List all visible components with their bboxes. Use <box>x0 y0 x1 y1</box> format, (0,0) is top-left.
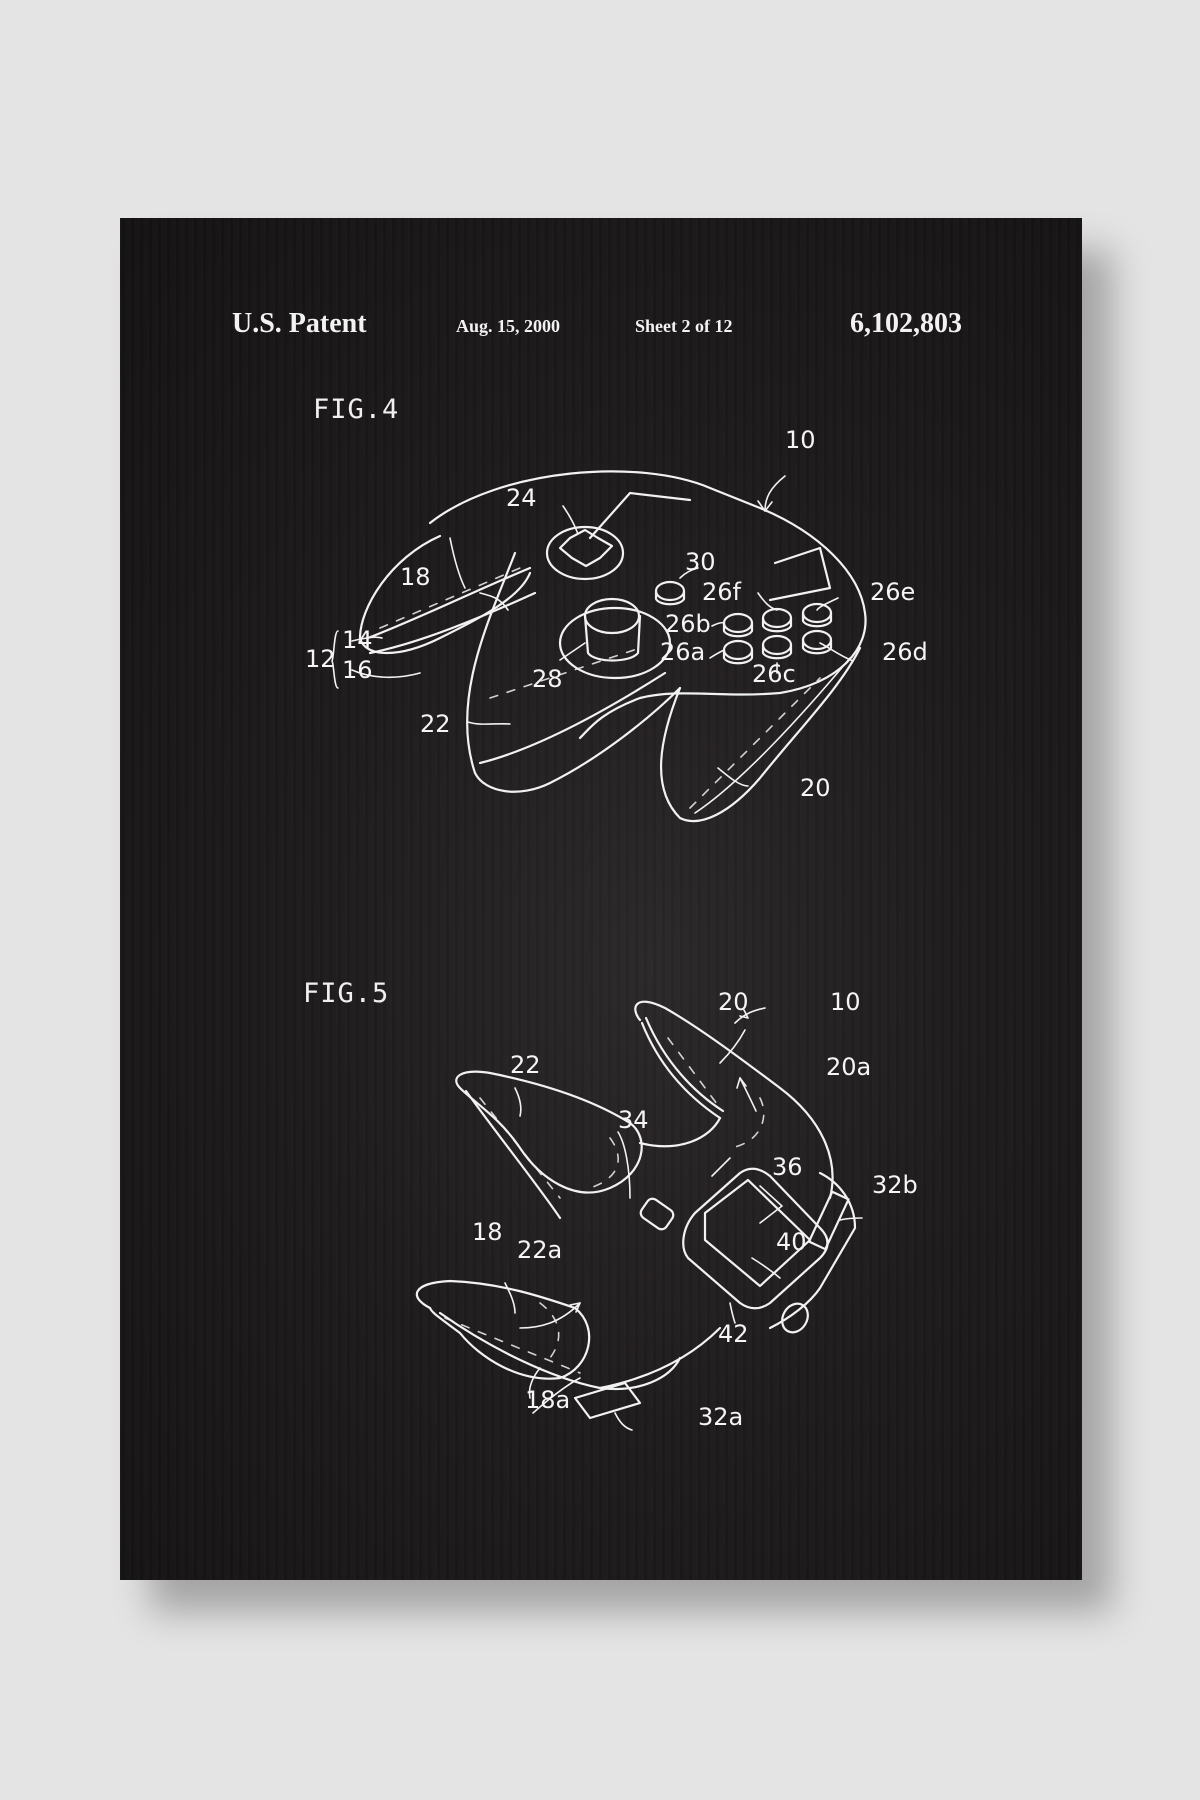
ref-40: 40 <box>776 1228 807 1256</box>
ref-20a: 20a <box>826 1053 872 1081</box>
ref-34: 34 <box>618 1106 649 1134</box>
ref-18-fig5: 18 <box>472 1218 503 1246</box>
ref-26c: 26c <box>752 660 796 688</box>
patent-number: 6,102,803 <box>850 308 962 339</box>
ref-28: 28 <box>532 665 563 693</box>
ref-32b: 32b <box>872 1171 918 1199</box>
ref-22-fig4: 22 <box>420 710 451 738</box>
ref-18-fig4: 18 <box>400 563 431 591</box>
ref-20-fig4: 20 <box>800 774 831 802</box>
patent-poster: U.S. Patent Aug. 15, 2000 Sheet 2 of 12 … <box>120 218 1082 1580</box>
ref-26b: 26b <box>665 610 711 638</box>
fig-4-label: FIG.4 <box>313 394 400 425</box>
ref-16: 16 <box>342 656 373 684</box>
fig-5-label: FIG.5 <box>303 978 390 1009</box>
patent-sheet: Sheet 2 of 12 <box>635 316 733 336</box>
ref-22a: 22a <box>517 1236 563 1264</box>
ref-36: 36 <box>772 1153 803 1181</box>
ref-30: 30 <box>685 548 716 576</box>
ref-20-fig5: 20 <box>718 988 749 1016</box>
ref-10-fig4: 10 <box>785 426 816 454</box>
ref-26f: 26f <box>702 578 741 606</box>
ref-18a: 18a <box>525 1386 571 1414</box>
patent-date: Aug. 15, 2000 <box>456 316 561 336</box>
ref-10-fig5: 10 <box>830 988 861 1016</box>
ref-26d: 26d <box>882 638 928 666</box>
ref-22-fig5: 22 <box>510 1051 541 1079</box>
ref-14: 14 <box>342 626 373 654</box>
patent-title: U.S. Patent <box>232 308 367 339</box>
ref-32a: 32a <box>698 1403 744 1431</box>
ref-42: 42 <box>718 1320 749 1348</box>
ref-26a: 26a <box>660 638 706 666</box>
fig-4-controller-drawing <box>331 470 867 1431</box>
ref-24: 24 <box>506 484 537 512</box>
ref-12: 12 <box>305 645 336 673</box>
ref-26e: 26e <box>870 578 916 606</box>
